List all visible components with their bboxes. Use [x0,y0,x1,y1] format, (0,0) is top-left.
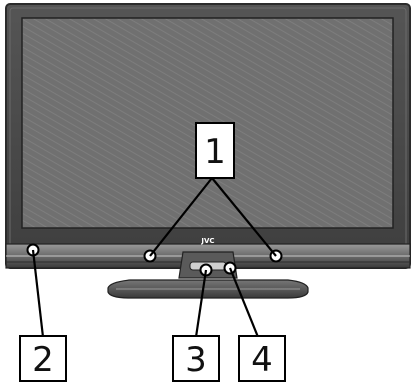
stand-base [107,279,309,299]
callout-3: 3 [172,335,220,382]
leader-1-left [149,177,213,257]
callout-1: 1 [195,122,235,179]
callout-1-label: 1 [204,132,226,172]
brand-logo: JVC [200,237,214,245]
leader-1-right [211,177,277,257]
callout-4: 4 [238,335,286,382]
leader-lines [31,177,277,338]
callout-4-label: 4 [251,340,273,380]
leader-4 [228,267,260,338]
callout-2-label: 2 [32,340,54,380]
leader-2 [31,249,45,338]
leader-3 [194,269,208,338]
callout-3-label: 3 [185,340,207,380]
callout-2: 2 [19,335,67,382]
